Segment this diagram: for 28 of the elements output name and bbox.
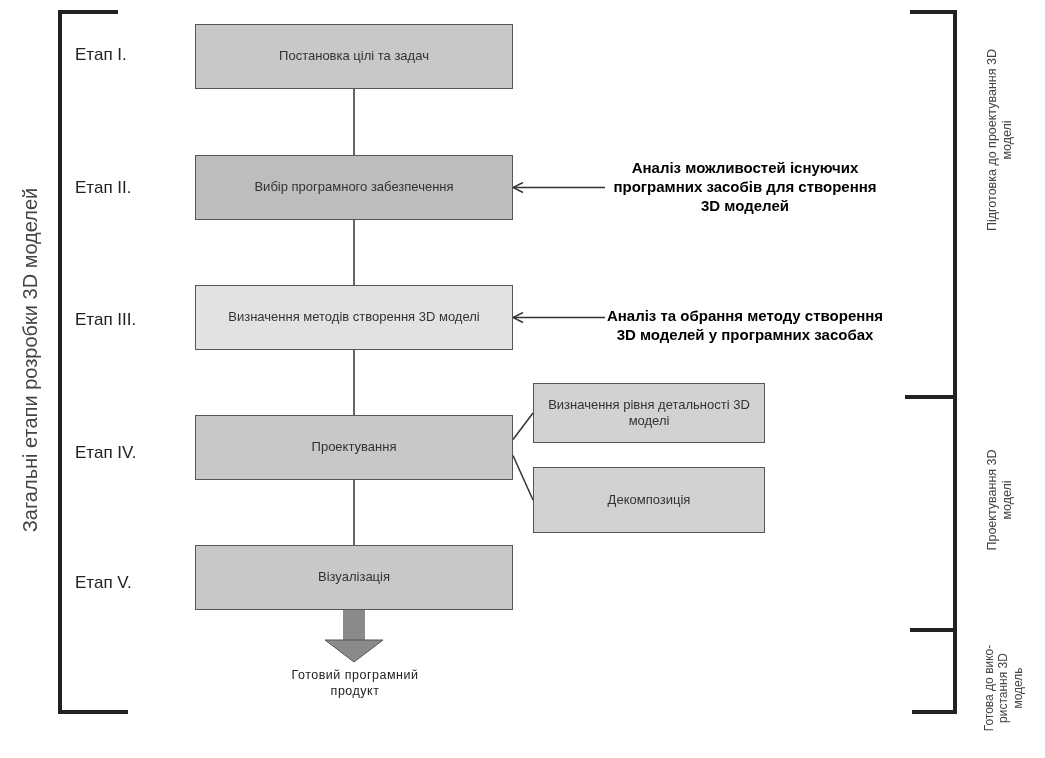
phase-label: Проектування 3D моделі — [985, 448, 1015, 553]
connector-line — [512, 412, 534, 441]
stage-label: Етап I. — [75, 45, 127, 65]
stage-label: Етап III. — [75, 310, 137, 330]
subprocess-box: Визначення рівня детальності 3D моделі — [533, 383, 765, 443]
vertical-title: Загальні етапи розробки 3D моделей — [18, 186, 42, 535]
connector-line — [353, 219, 355, 286]
arrow — [512, 181, 606, 194]
annotation-text: Аналіз та обрання методу створення 3D моделей у програмних засобах — [605, 290, 885, 362]
process-box: Постановка цілі та задач — [195, 24, 513, 89]
result-text: Готовий програмний продукт — [270, 664, 440, 702]
stage-label: Етап IV. — [75, 443, 137, 463]
block-arrow — [324, 610, 384, 663]
annotation-text: Аналіз можливостей існуючих програмних засобів для створення 3D моделей — [605, 140, 885, 235]
connector-line — [353, 479, 355, 546]
connector-line — [512, 454, 534, 501]
process-box: Проектування — [195, 415, 513, 480]
process-box: Візуалізація — [195, 545, 513, 610]
process-box: Визначення методів створення 3D моделі — [195, 285, 513, 350]
process-box: Вибір програмного забезпечення — [195, 155, 513, 220]
phase-label: Готова до вико- ристання 3D модель — [982, 643, 1026, 734]
phase-label: Підготовка до проектування 3D моделі — [985, 48, 1015, 233]
connector-line — [353, 349, 355, 416]
stage-label: Етап II. — [75, 178, 132, 198]
arrow — [512, 311, 606, 324]
connector-line — [353, 88, 355, 156]
stage-label: Етап V. — [75, 573, 132, 593]
subprocess-box: Декомпозиція — [533, 467, 765, 533]
